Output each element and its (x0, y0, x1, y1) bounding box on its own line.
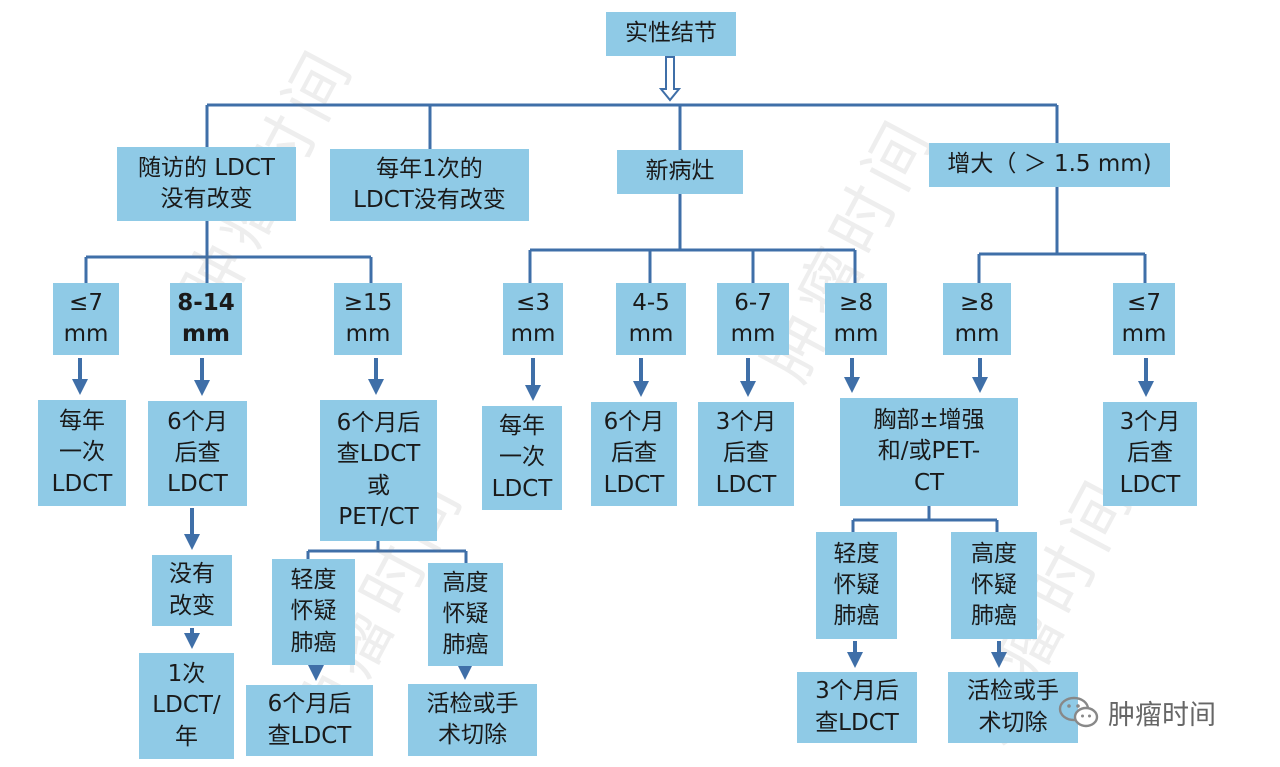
node-a-ge15-low: 轻度 怀疑 肺癌 (272, 559, 355, 665)
node-e-le7-action: 3个月 后查 LDCT (1103, 402, 1197, 506)
node-chest-ct: 胸部±增强 和/或PET- CT (840, 398, 1018, 506)
root-arrow (658, 56, 682, 102)
node-annual-unchanged: 每年1次的 LDCT没有改变 (330, 149, 529, 221)
node-a-le7-action: 每年 一次 LDCT (38, 400, 126, 506)
node-root: 实性结节 (606, 12, 736, 56)
node-chest-high-action: 活检或手 术切除 (948, 672, 1078, 743)
node-a-ge15-high: 高度 怀疑 肺癌 (428, 563, 503, 666)
node-a-ge15: ≥15 mm (334, 283, 402, 355)
node-n-4-5: 4-5 mm (616, 283, 686, 355)
node-chest-low-action: 3个月后 查LDCT (797, 672, 917, 743)
brand-logo: 肿瘤时间 (1058, 690, 1216, 734)
brand-name: 肿瘤时间 (1108, 699, 1216, 731)
node-n-le3: ≤3 mm (503, 283, 563, 355)
node-a-8-14-unchanged: 没有 改变 (152, 555, 232, 626)
node-a-ge15-action: 6个月后 查LDCT 或 PET/CT (320, 400, 437, 541)
node-e-ge8: ≥8 mm (943, 283, 1011, 355)
node-e-le7: ≤7 mm (1113, 283, 1175, 355)
node-a-8-14: 8-14 mm (170, 283, 242, 355)
node-a-ge15-low-action: 6个月后 查LDCT (246, 685, 373, 756)
node-a-8-14-final: 1次 LDCT/ 年 (139, 653, 234, 759)
node-followup-unchanged: 随访的 LDCT 没有改变 (117, 147, 296, 221)
node-n-le3-action: 每年 一次 LDCT (482, 406, 562, 510)
node-new-lesion: 新病灶 (617, 150, 743, 194)
wechat-icon (1058, 696, 1099, 728)
node-chest-low: 轻度 怀疑 肺癌 (816, 532, 897, 639)
node-chest-high: 高度 怀疑 肺癌 (951, 532, 1037, 639)
node-n-6-7: 6-7 mm (717, 283, 789, 355)
node-a-8-14-action: 6个月 后查 LDCT (148, 401, 247, 506)
node-a-le7: ≤7 mm (53, 283, 119, 355)
node-n-4-5-action: 6个月 后查 LDCT (591, 402, 677, 506)
node-n-6-7-action: 3个月 后查 LDCT (698, 402, 794, 506)
node-a-ge15-high-action: 活检或手 术切除 (408, 684, 537, 756)
node-enlarged: 增大（ ＞ 1.5 mm) (929, 143, 1170, 187)
node-n-ge8: ≥8 mm (825, 283, 887, 355)
